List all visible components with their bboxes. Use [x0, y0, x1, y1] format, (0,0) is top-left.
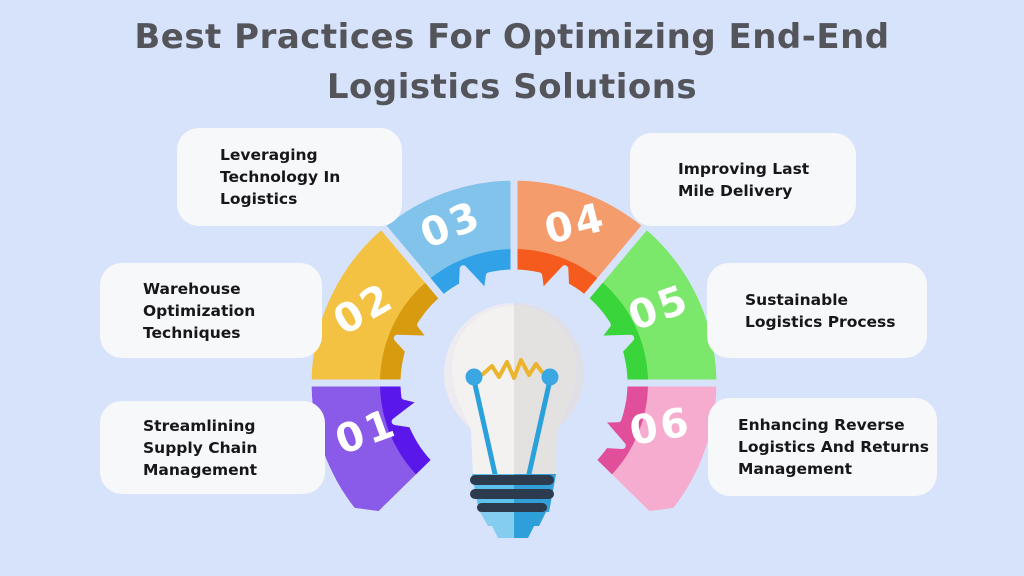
segment-number-06: 06	[626, 399, 695, 455]
filament-stem-right	[526, 377, 553, 477]
page-title: Best Practices For Optimizing End-End Lo…	[0, 12, 1024, 112]
card-label-line: Leveraging	[220, 146, 318, 164]
card-label-line: Optimization	[143, 301, 256, 320]
socket-band	[470, 489, 554, 499]
card-label-line: Logistics And Returns	[738, 438, 930, 456]
card-leveraging-technology: Leveraging Technology In Logistics	[177, 128, 402, 226]
card-label-line: Logistics Process	[745, 312, 896, 331]
card-streamlining-supply-chain: Streamlining Supply Chain Management	[100, 401, 325, 494]
segment-01-inner-band	[380, 383, 436, 477]
segment-02-inner-band	[380, 280, 444, 383]
card-label-line: Streamlining	[143, 416, 256, 435]
card-label-line: Sustainable	[745, 290, 849, 309]
card-warehouse-optimization: Warehouse Optimization Techniques	[100, 263, 322, 358]
card-label-line: Logistics	[220, 190, 298, 208]
lightbulb-icon	[444, 303, 584, 538]
card-label-line: Improving Last	[678, 159, 810, 178]
filament-dot-left	[465, 368, 483, 386]
socket-band	[477, 503, 547, 512]
page-title-line-1: Best Practices For Optimizing End-End	[134, 17, 890, 57]
card-reverse-logistics-returns: Enhancing Reverse Logistics And Returns …	[708, 398, 937, 496]
card-label-line: Enhancing Reverse	[738, 416, 905, 434]
socket-band	[470, 475, 554, 485]
card-sustainable-logistics: Sustainable Logistics Process	[707, 263, 927, 358]
card-last-mile-delivery: Improving Last Mile Delivery	[630, 133, 856, 226]
card-label-line: Management	[143, 460, 258, 479]
segment-06-inner-band	[592, 383, 648, 477]
page-title-line-2: Logistics Solutions	[326, 67, 698, 107]
card-label-line: Management	[738, 460, 853, 478]
card-label-line: Technology In	[220, 168, 341, 186]
card-label-line: Techniques	[143, 323, 241, 342]
filament-zigzag	[481, 358, 544, 380]
filament-dot-right	[541, 368, 559, 386]
filament-stem-left	[471, 377, 498, 477]
card-label-line: Warehouse	[143, 279, 241, 298]
card-label-line: Supply Chain	[143, 438, 258, 457]
segment-05-inner-band	[584, 280, 648, 383]
card-label-line: Mile Delivery	[678, 181, 793, 200]
